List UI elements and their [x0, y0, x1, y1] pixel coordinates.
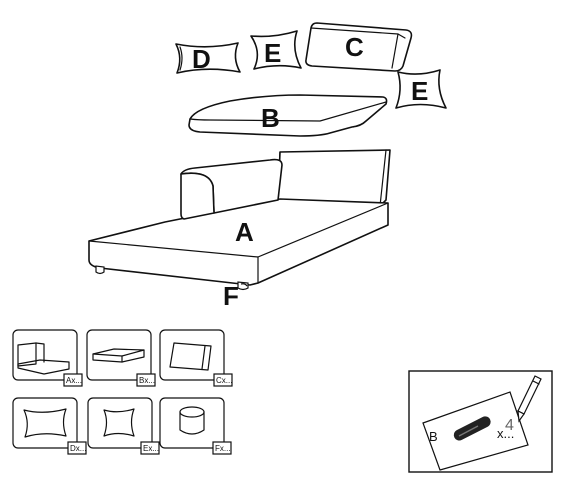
cushion-d: D: [175, 42, 241, 74]
note-mark: x...: [497, 426, 514, 441]
pencil-icon: [517, 375, 542, 423]
tag-c: Cx...: [216, 376, 232, 385]
label-d: D: [192, 44, 211, 74]
label-a: A: [235, 217, 254, 247]
tag-d: Dx...: [70, 444, 86, 453]
label-b: B: [261, 103, 280, 133]
label-f: F: [223, 281, 239, 311]
thumbnail-d[interactable]: Dx...: [12, 397, 87, 455]
seat-cushion-b: B: [188, 94, 388, 137]
marker-icon: [453, 416, 491, 441]
tag-f: Fx...: [215, 444, 231, 453]
sofa-base-a: A F: [88, 149, 391, 311]
tag-a: Ax...: [66, 376, 82, 385]
note-card: B 4 x...: [408, 370, 553, 473]
cushion-e-right: E: [395, 69, 447, 109]
thumbnail-f[interactable]: Fx...: [159, 397, 232, 455]
label-e-left: E: [264, 38, 281, 68]
tag-e: Ex...: [143, 444, 159, 453]
thumbnail-e[interactable]: Ex...: [87, 397, 160, 455]
label-c: C: [345, 32, 364, 62]
thumbnail-a[interactable]: Ax...: [12, 329, 83, 387]
thumbnail-b[interactable]: Bx...: [86, 329, 156, 387]
thumbnail-c[interactable]: Cx...: [159, 329, 233, 387]
note-letter: B: [429, 429, 438, 444]
tag-b: Bx...: [139, 376, 155, 385]
note-number: 4: [505, 417, 514, 434]
cushion-e-left: E: [250, 30, 302, 70]
label-e-right: E: [411, 76, 428, 106]
back-cushion-c: C: [305, 22, 413, 72]
